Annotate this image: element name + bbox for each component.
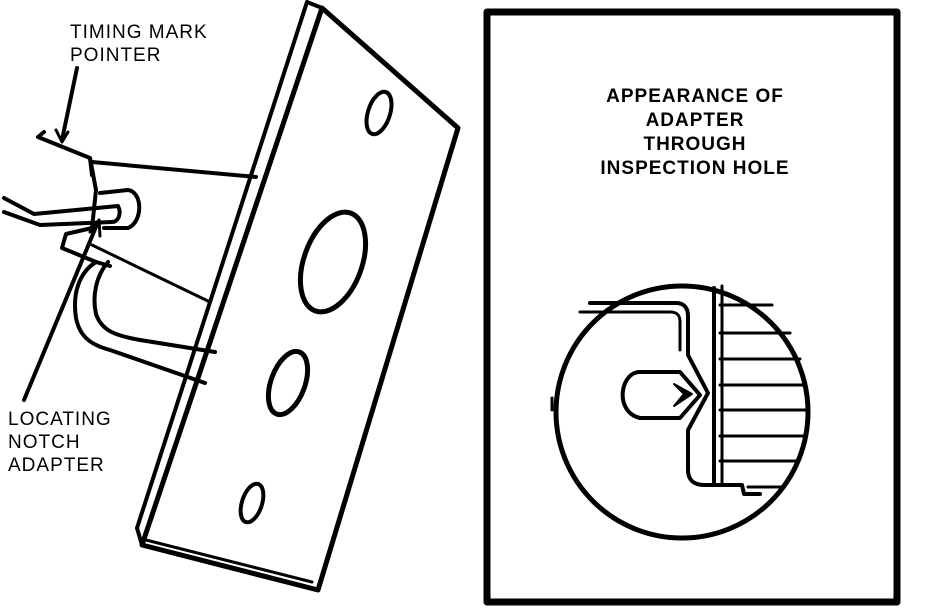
adapter-profile	[588, 301, 762, 496]
label-line: ADAPTER	[8, 455, 105, 476]
inspection-panel-frame	[483, 8, 901, 606]
caption-line: ADAPTER	[645, 110, 745, 131]
caption-line: APPEARANCE OF	[606, 86, 784, 107]
pointer-plate-side	[60, 156, 98, 264]
caption-line: INSPECTION HOLE	[600, 158, 790, 179]
hatching	[718, 303, 810, 489]
caption-line: THROUGH	[643, 134, 747, 155]
plate-bottom-edge	[144, 538, 314, 584]
adapter-pin	[620, 370, 702, 420]
leader-locating-notch	[22, 220, 100, 402]
label-line: LOCATING	[8, 409, 112, 430]
plate-front-face	[139, 5, 461, 593]
leader-notch-arrow	[88, 218, 102, 238]
leader-timing-arrow	[54, 128, 70, 144]
support-arm-top	[90, 160, 258, 179]
inspection-hole-circle	[553, 283, 811, 541]
inspection-hole-view	[550, 283, 811, 541]
plate-hole-bottom	[238, 481, 266, 525]
label-line: TIMING MARK	[70, 22, 208, 43]
adapter-bracket	[2, 0, 461, 593]
label-locating-notch-adapter: LOCATING NOTCH ADAPTER	[8, 408, 112, 477]
adapter-pin-tongue	[2, 196, 122, 227]
support-arm-lower	[73, 260, 217, 385]
pointer-tip	[673, 383, 693, 407]
leader-timing-mark	[60, 66, 79, 142]
label-line: NOTCH	[8, 432, 81, 453]
label-line: POINTER	[70, 45, 162, 66]
support-arm-inner	[90, 243, 212, 304]
timing-pointer-strip	[36, 130, 98, 192]
label-timing-mark-pointer: TIMING MARK POINTER	[70, 21, 208, 67]
plate-hole-top	[364, 89, 394, 137]
locating-notch-slot	[98, 188, 142, 230]
plate-hole-large	[297, 209, 369, 315]
adapter-profile-inner	[578, 310, 682, 352]
label-inspection-caption: APPEARANCE OF ADAPTER THROUGH INSPECTION…	[582, 85, 808, 181]
plate-hole-middle	[265, 348, 311, 418]
